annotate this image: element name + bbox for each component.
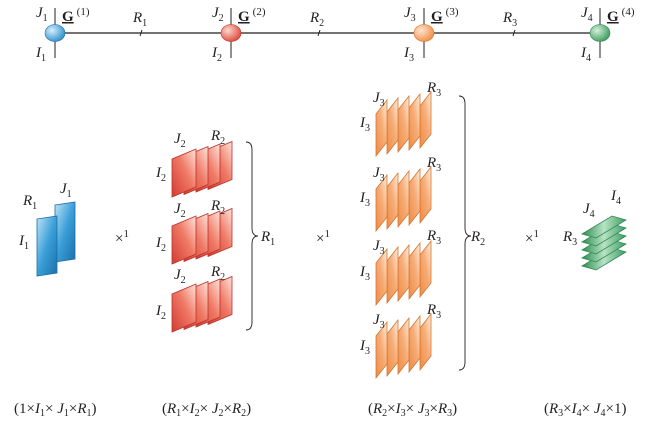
orange-slice-2-3 (397, 169, 410, 229)
orange-slice-2-2 (386, 171, 399, 231)
times-sign-3: ×1 (525, 228, 539, 247)
group-3-j-label-2: J3 (373, 165, 385, 184)
core-1-name: G(1) (62, 6, 90, 25)
core-3-slices (375, 90, 432, 380)
group-3-r-label-1: R3 (426, 80, 441, 99)
group-3-labels: J3 R3 I3 J3 R3 I3 J3 R3 I3 J3 R3 I3 (359, 80, 441, 357)
core-1-bottom-label: I1 (35, 45, 46, 64)
group-4-r-label: R3 (562, 229, 577, 248)
group-3-brace (458, 95, 472, 371)
core-node-3 (413, 8, 435, 58)
group-1-j-label: J1 (60, 181, 72, 200)
link-tick-1 (139, 29, 143, 37)
group-2-labels: J2 R2 I2 J2 R2 I2 J2 R2 I2 (155, 128, 225, 322)
link-label-1: R1 (132, 10, 147, 29)
group-3-i-label-2: I3 (359, 190, 370, 209)
core-node-4 (589, 8, 611, 58)
group-3-r-label-2: R3 (426, 155, 441, 174)
core-3-name: G(3) (431, 6, 459, 25)
group-1-r-label: R1 (22, 193, 37, 212)
core-2-top-label: J2 (212, 5, 224, 24)
group-3-j-label-3: J3 (373, 238, 385, 257)
group-2-j-label-2: J2 (174, 201, 186, 220)
red-slice-1-1 (171, 148, 197, 198)
group-3-i-label-4: I3 (359, 338, 370, 357)
caption-group-2: (R1×I2× J2×R2) (162, 401, 252, 419)
core-3-top-label: J3 (404, 5, 416, 24)
core-2-slices (171, 140, 233, 333)
orange-slice-3-2 (386, 245, 399, 305)
group-3-j-label-1: J3 (373, 90, 385, 109)
link-label-3: R3 (502, 10, 517, 29)
orange-slice-1-2 (386, 96, 399, 156)
green-slice-1 (581, 215, 627, 239)
orange-slice-1-3 (397, 94, 410, 154)
group-2-r-label-1: R2 (210, 128, 225, 147)
times-sign-2: ×1 (316, 228, 330, 247)
group-2-j-label-1: J2 (174, 131, 186, 150)
link-tick-3 (512, 29, 516, 37)
core-node-2 (220, 8, 242, 58)
group-3-j-label-4: J3 (373, 312, 385, 331)
orange-slice-4-3 (397, 316, 410, 376)
core-4-slices (581, 215, 627, 271)
orange-slice-3-5 (419, 239, 432, 299)
orange-slice-4-5 (419, 312, 432, 372)
group-2-brace (245, 141, 259, 331)
orange-slice-3-3 (397, 243, 410, 303)
tensor-chain: J1 I1 G(1) J2 I2 G(2) J3 I3 G(3) J4 I4 G… (35, 5, 635, 64)
group-4-i-label: I4 (610, 188, 621, 207)
orange-slice-4-2 (386, 318, 399, 378)
core-4-name: G(4) (607, 6, 635, 25)
blue-slice-back (54, 201, 76, 263)
group-2-i-label-3: I2 (155, 303, 166, 322)
red-slice-3-1 (171, 283, 197, 333)
core-1-slices: R1 J1 I1 (18, 181, 76, 277)
group-4-labels: J4 I4 R3 (562, 188, 621, 248)
group-3-r-label-4: R3 (426, 302, 441, 321)
group-1-i-label: I1 (18, 233, 29, 252)
group-3-i-label-3: I3 (359, 264, 370, 283)
orange-slice-1-5 (419, 90, 432, 150)
core-2-name: G(2) (238, 6, 266, 25)
group-2-i-label-2: I2 (155, 235, 166, 254)
blue-slice-front (36, 215, 58, 277)
group-3-i-label-1: I3 (359, 115, 370, 134)
group-2-r-label-3: R2 (210, 264, 225, 283)
orange-slice-4-4 (408, 314, 421, 374)
orange-slice-2-5 (419, 165, 432, 225)
orange-slice-4-1 (375, 320, 388, 380)
group-3-brace-label: R2 (470, 229, 485, 248)
group-3-r-label-3: R3 (426, 228, 441, 247)
orange-slice-2-1 (375, 173, 388, 233)
orange-slice-1-4 (408, 92, 421, 152)
orange-slice-1-1 (375, 98, 388, 158)
caption-group-1: (1×I1× J1×R1) (14, 401, 97, 419)
red-slice-2-1 (171, 215, 197, 265)
group-4-j-label: J4 (583, 201, 595, 220)
caption-group-4: (R3×I4× J4×1) (544, 401, 627, 419)
core-1-top-label: J1 (36, 5, 48, 24)
core-2-bottom-label: I2 (211, 45, 222, 64)
core-4-top-label: J4 (581, 5, 593, 24)
link-label-2: R2 (309, 10, 324, 29)
group-2-brace-label: R1 (260, 229, 275, 248)
group-2-j-label-3: J2 (174, 267, 186, 286)
group-2-r-label-2: R2 (210, 198, 225, 217)
core-node-1 (44, 8, 66, 58)
caption-group-3: (R2×I3× J3×R3) (368, 401, 458, 419)
link-tick-2 (317, 29, 321, 37)
orange-slice-3-1 (375, 247, 388, 307)
core-4-bottom-label: I4 (580, 45, 591, 64)
orange-slice-2-4 (408, 167, 421, 227)
orange-slice-3-4 (408, 241, 421, 301)
core-3-bottom-label: I3 (403, 45, 414, 64)
times-sign-1: ×1 (115, 228, 129, 247)
group-2-i-label-1: I2 (155, 165, 166, 184)
